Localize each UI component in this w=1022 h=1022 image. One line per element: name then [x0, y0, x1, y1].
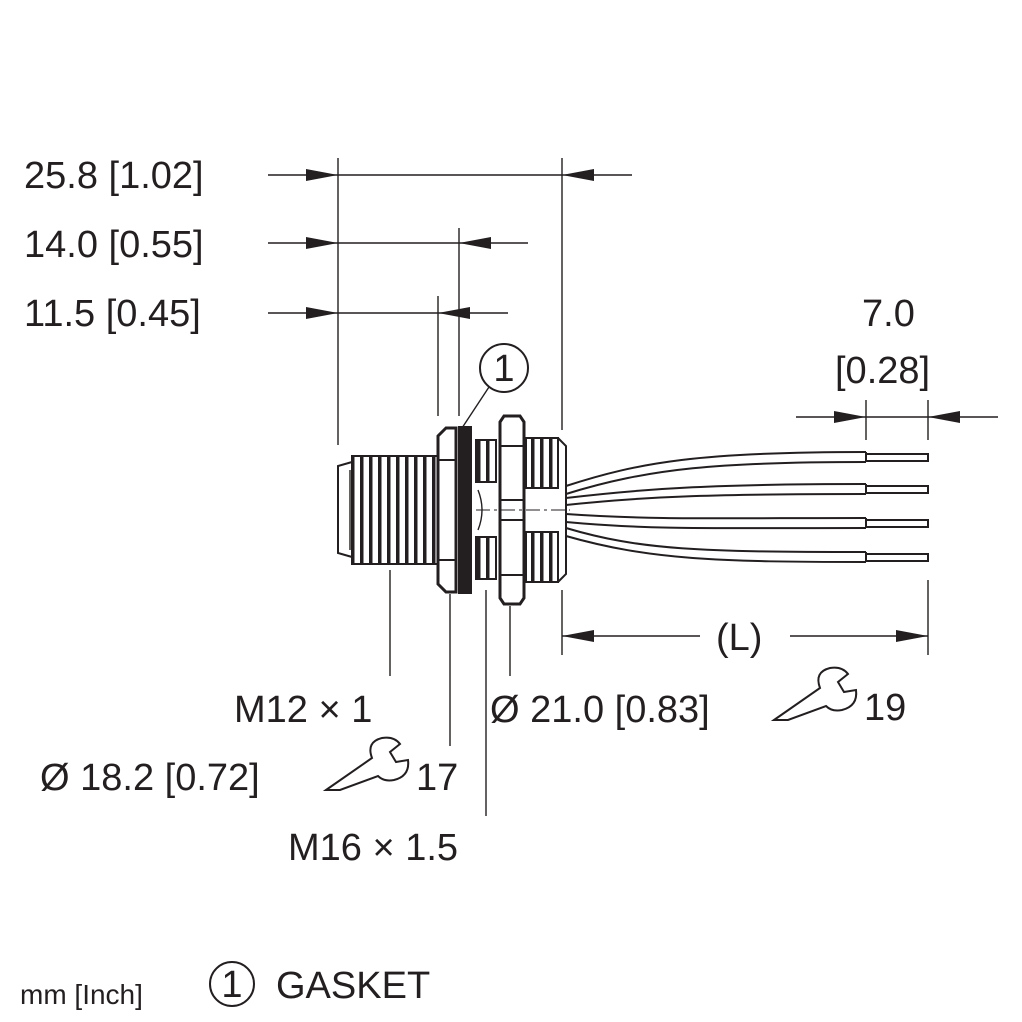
connector-body: [337, 414, 570, 606]
gasket-callout: [461, 343, 529, 429]
thread-front-label: M12 × 1: [234, 689, 372, 731]
dim-line-cable-length: [562, 630, 928, 642]
dim-line-overall: [268, 169, 632, 181]
dim-strip-mm-label: 7.0: [862, 293, 915, 335]
cable-wires: [565, 451, 929, 563]
nut-diameter-label: Ø 21.0 [0.83]: [490, 689, 710, 731]
wrench-rear-size: 19: [864, 687, 906, 729]
leader-lines: [389, 570, 511, 816]
dim-to-gasket-label: 14.0 [0.55]: [24, 224, 204, 266]
legend-item-number: 1: [221, 964, 242, 1006]
dim-cable-length-label: (L): [716, 617, 762, 659]
wrench-icon: [322, 736, 410, 791]
dim-to-flange-label: 11.5 [0.45]: [24, 293, 201, 335]
dim-line-strip: [796, 411, 998, 423]
dim-strip-in-label: [0.28]: [835, 350, 930, 392]
thread-rear-label: M16 × 1.5: [288, 827, 458, 869]
flange-diameter-label: Ø 18.2 [0.72]: [40, 757, 260, 799]
units-label: mm [Inch]: [20, 979, 143, 1010]
dim-overall-length-label: 25.8 [1.02]: [24, 155, 204, 197]
dim-line-flange: [268, 307, 508, 319]
wrench-front-size: 17: [416, 757, 458, 799]
legend-item-circle: [209, 961, 255, 1007]
gasket-callout-number: 1: [493, 348, 514, 390]
dim-line-gasket: [268, 237, 528, 249]
extension-lines: [337, 158, 929, 655]
legend-item-label: GASKET: [276, 965, 430, 1007]
wrench-icon: [770, 666, 858, 721]
